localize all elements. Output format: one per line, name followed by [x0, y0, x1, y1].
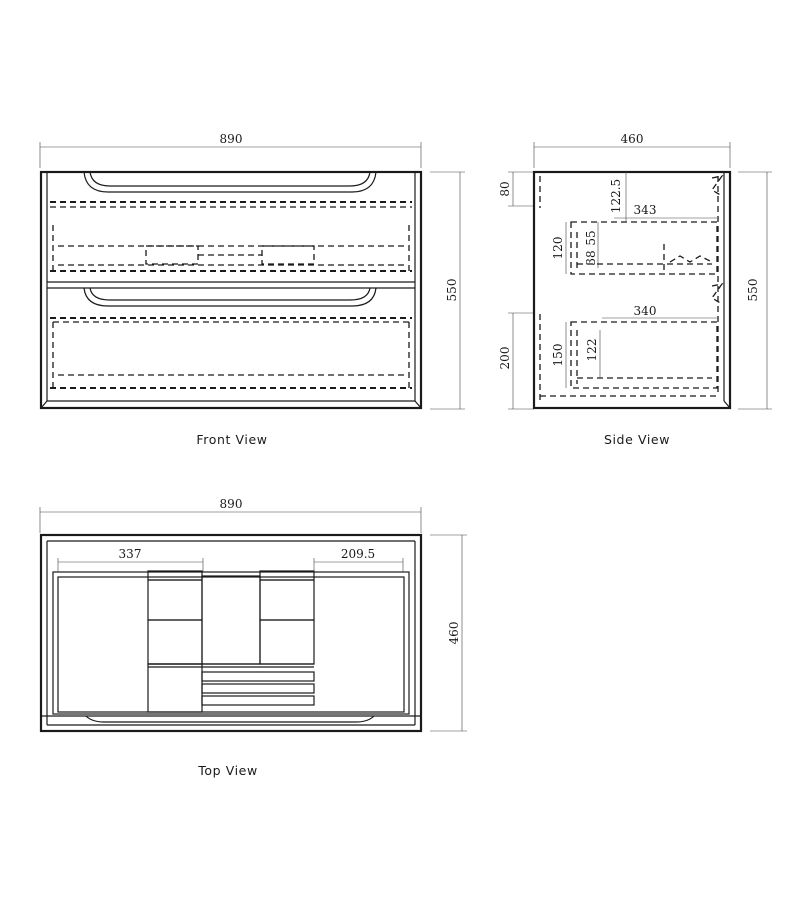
side-upper-drawer: 343 122.5 120 55 38: [551, 172, 718, 275]
front-lower-drawer: [47, 287, 415, 389]
front-width-label: 890: [220, 132, 243, 146]
top-width-label: 890: [220, 497, 243, 511]
front-upper-inner-box-left: [145, 245, 199, 265]
top-drawer-outline: [52, 571, 410, 715]
side-depth-dimension: 460: [533, 132, 731, 168]
top-depth-dimension: 460: [430, 534, 467, 732]
side-top-offset-dimension: 80: [498, 171, 534, 207]
side-top-offset-label: 80: [498, 181, 512, 196]
front-width-dimension: 890: [39, 132, 422, 168]
side-inner-label-b: 38: [584, 250, 598, 265]
front-upper-drawer: [47, 171, 415, 283]
side-bottom-offset-label: 200: [498, 347, 512, 370]
top-left-section-label: 337: [119, 547, 142, 561]
front-view: 890 550: [39, 132, 465, 447]
front-upper-inner-box-right: [261, 245, 315, 265]
top-width-dimension: 890: [39, 497, 422, 533]
top-view: 890 460: [39, 497, 467, 778]
side-height-label: 550: [746, 279, 760, 302]
top-view-caption: Top View: [197, 763, 258, 778]
side-lower-drawer-box: [570, 321, 718, 389]
top-carcass: [39, 533, 423, 733]
side-carcass: [532, 170, 732, 410]
top-right-section-label: 209.5: [341, 547, 375, 561]
side-inner-label-a: 55: [584, 230, 598, 245]
side-upper-drawer-height-label: 120: [551, 237, 565, 260]
side-lower-drawer-height-label: 150: [551, 344, 565, 367]
side-height-dimension: 550: [738, 171, 772, 410]
front-carcass: [39, 170, 423, 410]
side-upper-drawer-box: [570, 221, 718, 275]
front-height-dimension: 550: [430, 171, 465, 410]
top-right-section-dimension: 209.5: [313, 547, 404, 572]
side-lower-drawer: 340 150 122: [551, 304, 718, 389]
side-view-caption: Side View: [604, 432, 670, 447]
top-center-section: [148, 575, 315, 706]
side-depth-label: 460: [621, 132, 644, 146]
side-lower-drawer-depth-label: 340: [634, 304, 657, 318]
side-bottom-offset-dimension: 200: [498, 312, 534, 410]
top-right-compartments: [259, 570, 315, 665]
side-upper-drawer-depth-label: 343: [634, 203, 657, 217]
top-left-section-dimension: 337: [57, 547, 204, 572]
side-lower-inner-height-label: 122: [585, 339, 599, 362]
top-depth-label: 460: [447, 622, 461, 645]
top-left-compartments: [147, 570, 203, 713]
front-view-caption: Front View: [196, 432, 267, 447]
side-upper-clearance-label: 122.5: [609, 179, 623, 213]
front-height-label: 550: [445, 279, 459, 302]
side-view: 460 550 80 200: [498, 132, 772, 447]
